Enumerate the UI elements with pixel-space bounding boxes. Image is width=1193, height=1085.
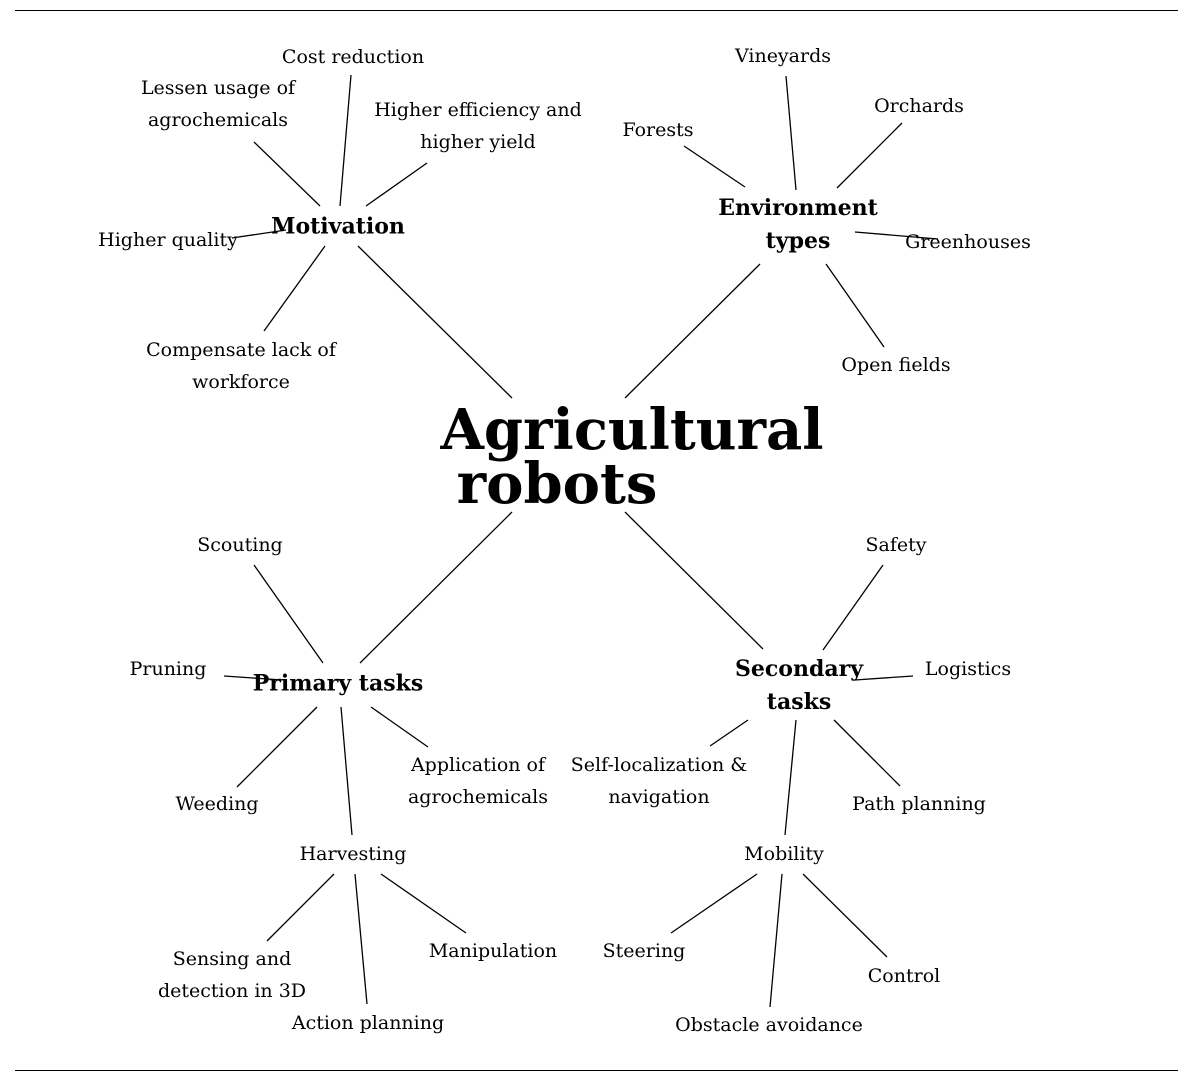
- connector-cost-reduction: [339, 74, 352, 207]
- connector-control: [802, 873, 888, 958]
- node-lessen-usage: Lessen usage of agrochemicals: [141, 72, 295, 136]
- node-steering: Steering: [602, 940, 686, 962]
- branch-secondary-line2: tasks: [766, 689, 832, 715]
- node-path-planning: Path planning: [852, 793, 986, 815]
- connector-weeding: [236, 706, 318, 788]
- connector-obstacle-avoidance: [769, 873, 783, 1008]
- connector-application: [370, 706, 429, 748]
- connector-vineyards: [785, 75, 797, 191]
- node-compensate: Compensate lack of workforce: [146, 334, 336, 398]
- node-mobility: Mobility: [744, 843, 824, 865]
- connector-higher-quality: [231, 229, 287, 239]
- node-greenhouses: Greenhouses: [905, 231, 1031, 253]
- connector-open-fields: [825, 263, 885, 348]
- branch-environment-line1: Environment: [718, 195, 878, 221]
- branch-environment-line2: types: [765, 228, 831, 254]
- connector-orchards: [836, 122, 903, 189]
- top-rule: [15, 10, 1178, 11]
- node-logistics: Logistics: [924, 658, 1012, 680]
- connector-harvesting: [340, 706, 353, 836]
- connector-scouting: [253, 564, 324, 664]
- node-action-planning: Action planning: [291, 1012, 445, 1034]
- connector-forests: [683, 145, 746, 188]
- connector-higher-efficiency: [365, 162, 428, 207]
- node-lessen-usage-line2: agrochemicals: [147, 109, 289, 131]
- center-title-line1: Agricultural: [440, 397, 824, 463]
- node-sensing: Sensing and detection in 3D: [158, 943, 306, 1007]
- node-forests: Forests: [622, 119, 694, 141]
- connector-steering: [670, 873, 758, 934]
- connector-path-planning: [833, 719, 901, 787]
- node-higher-efficiency-line2: higher yield: [420, 131, 536, 153]
- node-cost-reduction: Cost reduction: [281, 46, 425, 68]
- connector-safety: [822, 564, 884, 651]
- node-application-line1: Application of: [410, 754, 546, 776]
- connector-logistics: [854, 675, 914, 681]
- node-application: Application of agrochemicals: [408, 749, 548, 813]
- node-control: Control: [867, 965, 941, 987]
- node-self-localization: Self-localization & navigation: [571, 749, 747, 813]
- connector-action-planning: [354, 873, 368, 1005]
- connector-lessen-usage: [253, 141, 321, 207]
- node-orchards: Orchards: [874, 95, 964, 117]
- node-self-localization-line2: navigation: [608, 786, 710, 808]
- branch-environment-types: Environment types: [718, 192, 878, 258]
- node-sensing-line2: detection in 3D: [157, 980, 307, 1002]
- connector-self-localization: [709, 719, 749, 747]
- node-obstacle-avoidance: Obstacle avoidance: [675, 1014, 863, 1036]
- bottom-rule: [15, 1070, 1178, 1071]
- connector-center-environment: [624, 263, 761, 399]
- center-title-line2: robots: [456, 451, 658, 517]
- connector-center-secondary: [624, 511, 764, 650]
- node-sensing-line1: Sensing and: [172, 948, 292, 970]
- node-weeding: Weeding: [175, 793, 259, 815]
- branch-primary-tasks: Primary tasks: [252, 670, 424, 697]
- node-pruning: Pruning: [129, 658, 207, 680]
- connector-mobility: [784, 719, 797, 836]
- node-harvesting: Harvesting: [299, 843, 407, 865]
- node-lessen-usage-line1: Lessen usage of: [140, 77, 296, 99]
- branch-motivation: Motivation: [271, 213, 405, 240]
- node-vineyards: Vineyards: [734, 45, 832, 67]
- connector-greenhouses: [854, 231, 939, 240]
- connector-center-primary: [359, 511, 513, 664]
- connector-manipulation: [380, 873, 467, 934]
- node-higher-efficiency-line1: Higher efficiency and: [374, 99, 582, 121]
- node-open-fields: Open fields: [841, 354, 951, 376]
- connector-sensing: [266, 873, 335, 942]
- connector-center-motivation: [357, 245, 513, 399]
- branch-secondary-line1: Secondary: [735, 656, 863, 682]
- node-scouting: Scouting: [197, 534, 283, 556]
- node-higher-efficiency: Higher efficiency and higher yield: [374, 94, 582, 158]
- node-manipulation: Manipulation: [428, 940, 558, 962]
- node-application-line2: agrochemicals: [407, 786, 549, 808]
- branch-secondary-tasks: Secondary tasks: [735, 653, 863, 719]
- node-compensate-line2: workforce: [192, 371, 290, 393]
- connector-pruning: [223, 675, 283, 681]
- node-compensate-line1: Compensate lack of: [146, 339, 336, 361]
- center-title: Agricultural robots: [440, 397, 824, 517]
- node-safety: Safety: [865, 534, 927, 556]
- node-self-localization-line1: Self-localization &: [570, 754, 748, 776]
- connector-compensate: [263, 245, 326, 332]
- node-higher-quality: Higher quality: [98, 229, 238, 251]
